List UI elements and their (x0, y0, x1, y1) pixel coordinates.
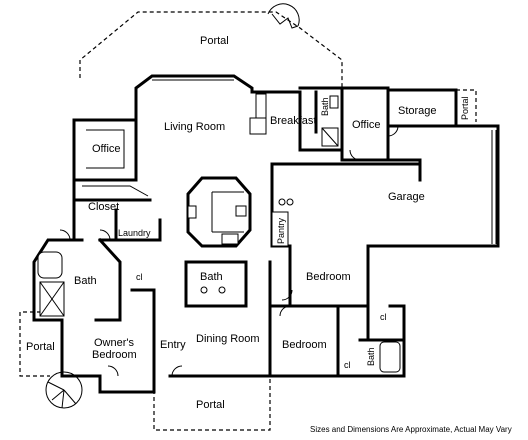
room-label-portal-left: Portal (26, 341, 55, 353)
room-label-garage: Garage (388, 191, 425, 203)
room-label-office-left: Office (92, 143, 121, 155)
room-label-office-right: Office (352, 119, 381, 131)
room-label-portal-bottom: Portal (196, 399, 225, 411)
portal-outlines (19, 11, 477, 431)
spiral-stair-top (267, 3, 300, 29)
room-label-laundry: Laundry (118, 228, 151, 238)
room-label-pantry: Pantry (276, 217, 286, 244)
room-label-bath-center: Bath (200, 271, 223, 283)
room-label-portal-top: Portal (200, 35, 229, 47)
room-label-dining-room: Dining Room (196, 333, 260, 345)
main-walls (32, 74, 500, 394)
footer-note: Sizes and Dimensions Are Approximate, Ac… (310, 425, 512, 434)
room-label-bedroom-upper: Bedroom (306, 271, 351, 283)
room-label-bath-left: Bath (74, 275, 97, 287)
interior-details (37, 79, 497, 377)
room-label-cl-left: cl (136, 272, 143, 282)
room-label-owners-bedroom-2: Bedroom (92, 349, 137, 361)
room-label-entry: Entry (160, 339, 186, 351)
room-label-cl-right2: cl (344, 360, 351, 370)
room-label-bath-top: Bath (320, 97, 330, 116)
spiral-stair-bottom (45, 371, 83, 409)
room-label-portal-right: Portal (460, 96, 470, 120)
room-label-breakfast: Breakfast (270, 115, 316, 127)
room-label-bath-right: Bath (366, 347, 376, 366)
room-label-owners-bedroom-1: Owner's (94, 337, 134, 349)
room-label-living-room: Living Room (164, 121, 225, 133)
room-label-closet: Closet (88, 201, 119, 213)
room-label-storage: Storage (398, 105, 437, 117)
room-label-cl-right: cl (380, 312, 387, 322)
room-label-bedroom-lower: Bedroom (282, 339, 327, 351)
